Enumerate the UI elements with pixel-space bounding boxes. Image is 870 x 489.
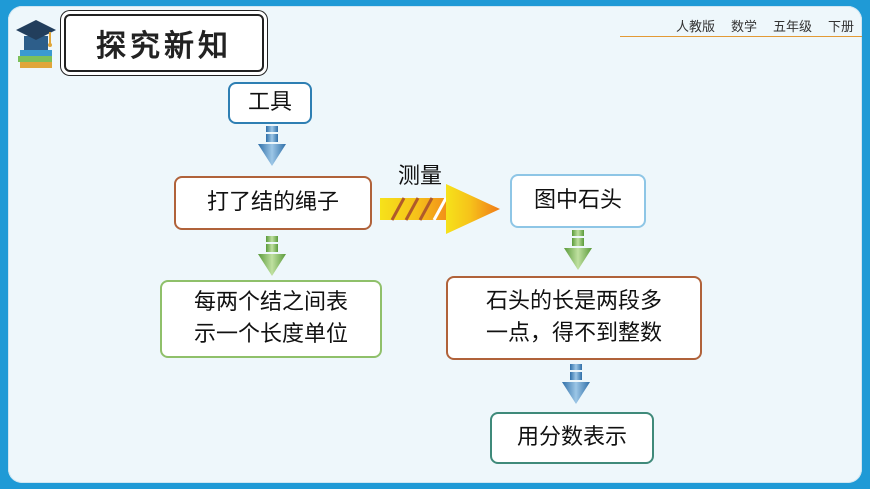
header-info: 人教版 数学 五年级 下册 xyxy=(676,16,854,35)
grade-label: 五年级 xyxy=(772,20,812,35)
node-stone-note: 石头的长是两段多 一点，得不到整数 xyxy=(446,276,702,360)
arrow-stone-to-note xyxy=(564,230,592,270)
header-divider xyxy=(620,36,862,37)
stone-note-line-2: 一点，得不到整数 xyxy=(485,321,662,346)
rope-note-line-2: 示一个长度单位 xyxy=(193,322,348,347)
arrow-tool-to-rope xyxy=(258,126,286,166)
page-title: 探究新知 xyxy=(64,14,264,72)
arrow-measure xyxy=(380,184,500,234)
node-tool: 工具 xyxy=(228,82,312,124)
stone-note-line-1: 石头的长是两段多 xyxy=(485,289,662,315)
node-stone: 图中石头 xyxy=(510,174,646,228)
slide-canvas xyxy=(8,6,862,483)
graduation-cap-books-icon xyxy=(16,20,56,68)
node-rope-note: 每两个结之间表 示一个长度单位 xyxy=(160,280,382,358)
subject-label: 数学 xyxy=(730,20,757,35)
rope-note-line-1: 每两个结之间表 xyxy=(193,290,348,316)
publisher-label: 人教版 xyxy=(675,20,715,35)
node-conclusion: 用分数表示 xyxy=(490,412,654,464)
volume-label: 下册 xyxy=(827,20,854,35)
node-rope: 打了结的绳子 xyxy=(174,176,372,230)
arrow-rope-to-note xyxy=(258,236,286,276)
arrow-note-to-conclusion xyxy=(562,364,590,404)
measure-label: 测量 xyxy=(398,164,443,189)
